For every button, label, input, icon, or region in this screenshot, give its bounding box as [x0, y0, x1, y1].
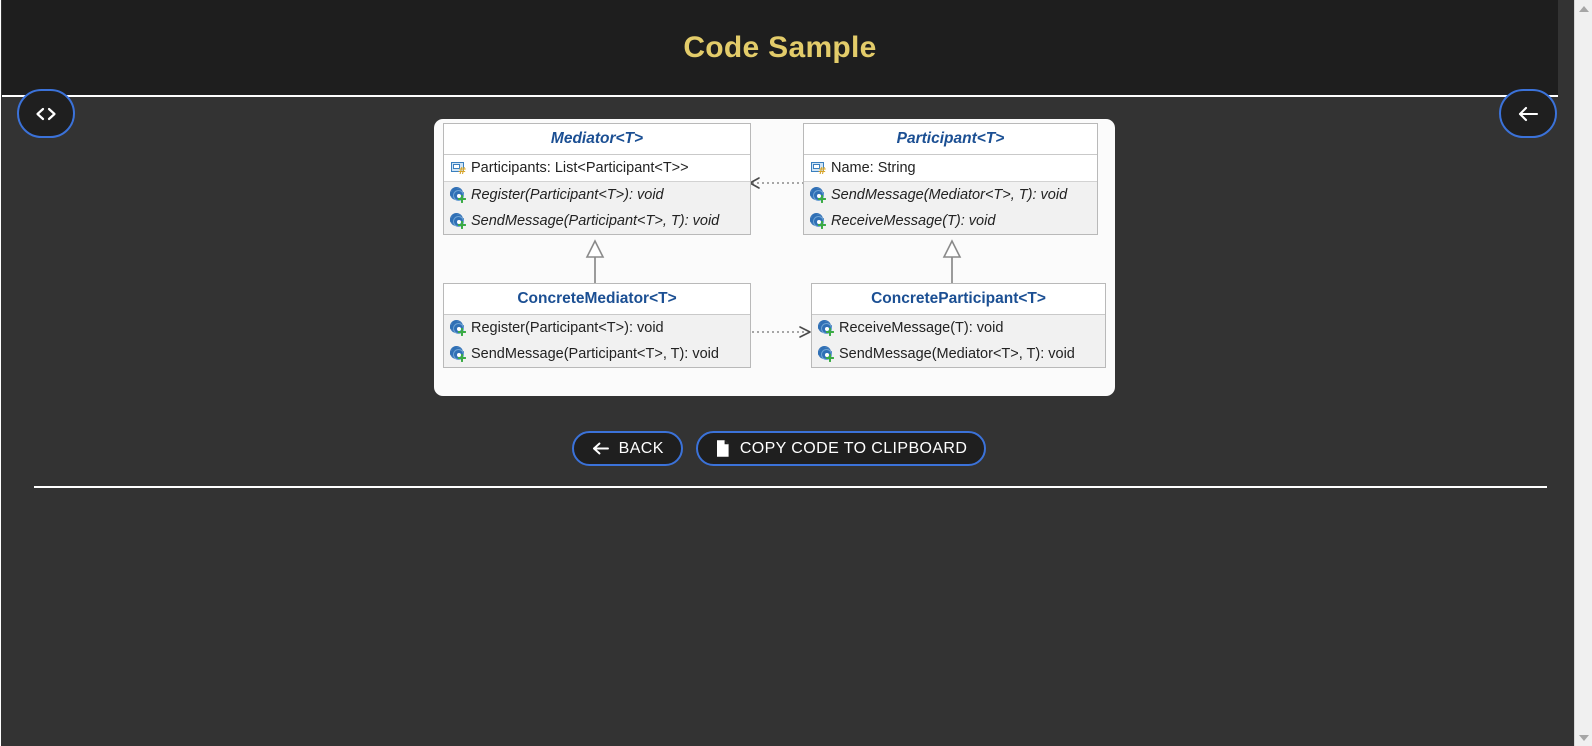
uml-diagram: Mediator<T> # Participants: List<Partici…	[434, 119, 1115, 396]
operation-text: SendMessage(Participant<T>, T): void	[471, 213, 720, 229]
class-attributes: # Participants: List<Participant<T>>	[444, 155, 750, 182]
uml-class-concrete-participant[interactable]: ConcreteParticipant<T> ReceiveMessage(T)…	[811, 283, 1106, 368]
property-icon: #	[811, 160, 827, 177]
scroll-up-arrow-icon[interactable]	[1575, 0, 1592, 17]
operation-row: ReceiveMessage(T): void	[804, 208, 1097, 234]
code-toggle-button[interactable]	[17, 89, 75, 138]
operation-text: SendMessage(Mediator<T>, T): void	[839, 346, 1075, 362]
copy-code-button[interactable]: COPY CODE TO CLIPBOARD	[695, 431, 987, 466]
uml-class-participant[interactable]: Participant<T> # Name: String SendMessag…	[803, 123, 1098, 235]
operation-text: Register(Participant<T>): void	[471, 320, 664, 336]
method-icon	[809, 187, 827, 203]
page-title: Code Sample	[683, 30, 877, 64]
method-icon	[809, 213, 827, 229]
class-name: ConcreteMediator<T>	[444, 284, 750, 315]
operation-row: ReceiveMessage(T): void	[812, 315, 1105, 341]
class-operations: Register(Participant<T>): void SendMessa…	[444, 315, 750, 367]
class-operations: Register(Participant<T>): void SendMessa…	[444, 182, 750, 234]
method-icon	[449, 346, 467, 362]
arrow-left-icon	[1516, 105, 1540, 123]
back-top-button[interactable]	[1499, 89, 1557, 138]
operation-text: SendMessage(Participant<T>, T): void	[471, 346, 719, 362]
arrow-left-icon	[591, 441, 610, 456]
operation-row: SendMessage(Participant<T>, T): void	[444, 208, 750, 234]
operation-text: SendMessage(Mediator<T>, T): void	[831, 187, 1068, 203]
attribute-text: Name: String	[831, 160, 916, 176]
action-bar: BACK COPY CODE TO CLIPBOARD	[1, 431, 1557, 466]
scroll-down-arrow-icon[interactable]	[1575, 729, 1592, 746]
method-icon	[817, 320, 835, 336]
class-operations: SendMessage(Mediator<T>, T): void Receiv…	[804, 182, 1097, 234]
operation-row: SendMessage(Mediator<T>, T): void	[804, 182, 1097, 208]
scrollbar-thumb[interactable]	[1576, 17, 1591, 677]
code-brackets-icon	[33, 106, 59, 122]
uml-class-mediator[interactable]: Mediator<T> # Participants: List<Partici…	[443, 123, 751, 235]
method-icon	[449, 187, 467, 203]
uml-class-concrete-mediator[interactable]: ConcreteMediator<T> Register(Participant…	[443, 283, 751, 368]
vertical-scrollbar[interactable]	[1574, 0, 1592, 746]
operation-text: Register(Participant<T>): void	[471, 187, 664, 203]
operation-row: SendMessage(Participant<T>, T): void	[444, 341, 750, 367]
file-copy-icon	[715, 439, 731, 458]
class-name: Mediator<T>	[444, 124, 750, 155]
attribute-text: Participants: List<Participant<T>>	[471, 160, 689, 176]
section-divider	[34, 486, 1547, 488]
class-operations: ReceiveMessage(T): void SendMessage(Medi…	[812, 315, 1105, 367]
method-icon	[449, 320, 467, 336]
operation-row: SendMessage(Mediator<T>, T): void	[812, 341, 1105, 367]
operation-text: ReceiveMessage(T): void	[839, 320, 1004, 336]
attribute-row: # Name: String	[804, 155, 1097, 181]
class-name: ConcreteParticipant<T>	[812, 284, 1105, 315]
copy-code-button-label: COPY CODE TO CLIPBOARD	[739, 439, 968, 457]
back-button-label: BACK	[618, 439, 664, 457]
class-name: Participant<T>	[804, 124, 1097, 155]
operation-row: Register(Participant<T>): void	[444, 315, 750, 341]
attribute-row: # Participants: List<Participant<T>>	[444, 155, 750, 181]
operation-text: ReceiveMessage(T): void	[831, 213, 996, 229]
class-attributes: # Name: String	[804, 155, 1097, 182]
page-header: Code Sample	[2, 0, 1558, 97]
operation-row: Register(Participant<T>): void	[444, 182, 750, 208]
method-icon	[449, 213, 467, 229]
property-icon: #	[451, 160, 467, 177]
method-icon	[817, 346, 835, 362]
back-button[interactable]: BACK	[571, 431, 683, 466]
